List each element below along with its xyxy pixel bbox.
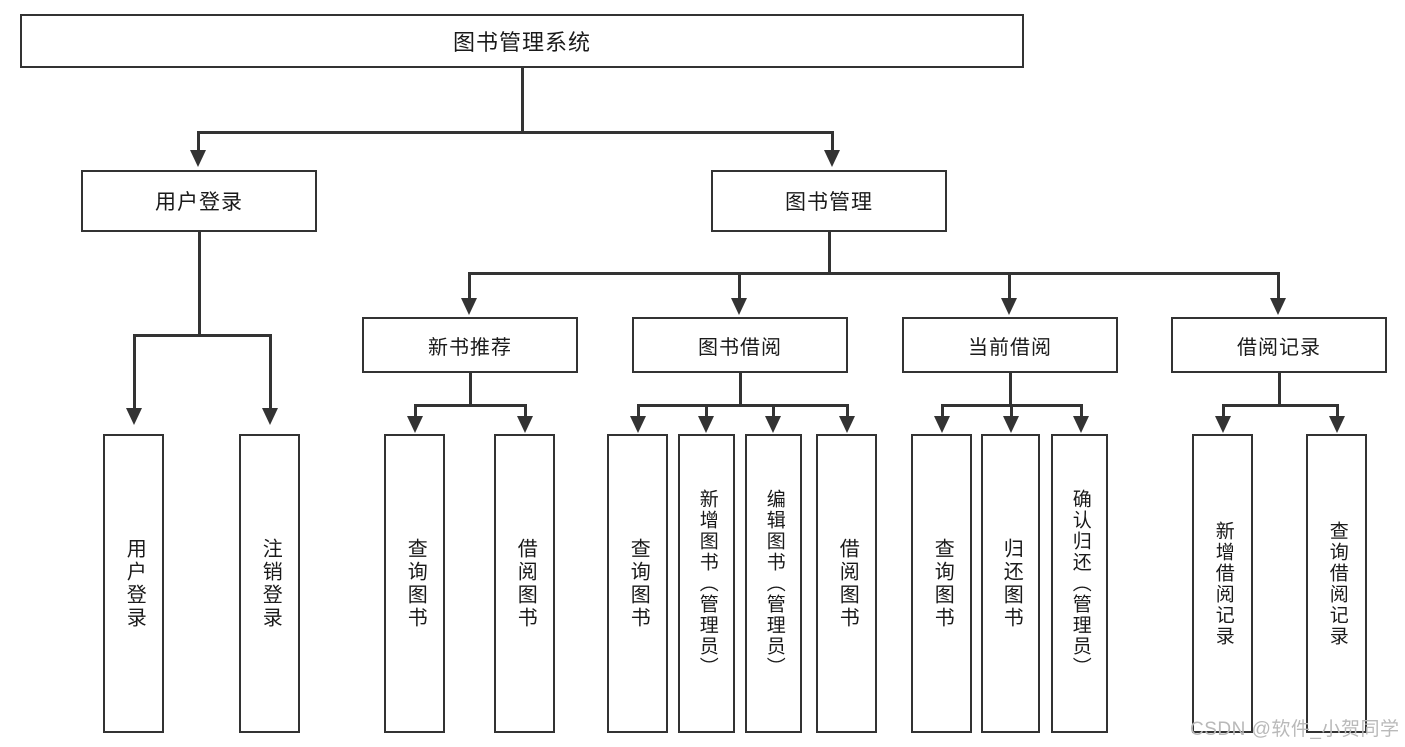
leaf-label: 注销登录 [259,537,282,630]
leaf-nbr-borrow-book[interactable]: 借阅图书 [494,434,555,733]
connector-nbr-bar [414,404,526,407]
leaf-br-add-record[interactable]: 新增借阅记录 [1192,434,1253,733]
connector-root-to-user-login [197,131,200,153]
arrow-root-to-user-login [190,150,206,167]
arrow-to-borrow-record [1270,298,1286,315]
leaf-bb-add-book-admin[interactable]: 新增图书（管理员） [678,434,735,733]
arrow-cb-leaf-1 [934,416,950,433]
arrow-bb-leaf-3 [765,416,781,433]
connector-user-login-drop-2 [269,334,272,411]
leaf-cb-return-book[interactable]: 归还图书 [981,434,1040,733]
node-borrow-record[interactable]: 借阅记录 [1171,317,1387,373]
node-user-login[interactable]: 用户登录 [81,170,317,232]
connector-bb-stem [739,373,742,407]
leaf-label: 用户登录 [123,537,146,630]
connector-book-management-stem [828,232,831,274]
connector-cb-drop-1 [941,404,944,418]
connector-bm-drop-2 [738,272,741,300]
arrow-to-current-borrow [1001,298,1017,315]
leaf-label: 新增图书（管理员） [696,489,718,678]
node-label: 图书借阅 [698,336,782,359]
node-label: 用户登录 [155,191,243,214]
arrow-to-book-borrow [731,298,747,315]
leaf-label: 归还图书 [1000,537,1023,630]
arrow-cb-leaf-2 [1003,416,1019,433]
connector-bm-drop-3 [1008,272,1011,300]
connector-nbr-drop-1 [414,404,417,418]
connector-br-stem [1278,373,1281,407]
leaf-label: 查询图书 [931,537,954,630]
connector-bb-drop-2 [705,404,708,418]
arrow-to-leaf-logout [262,408,278,425]
connector-bb-bar [637,404,849,407]
leaf-logout[interactable]: 注销登录 [239,434,300,733]
node-label: 图书管理 [785,191,873,214]
connector-cb-stem [1009,373,1012,407]
connector-cb-drop-3 [1080,404,1083,418]
connector-br-bar [1222,404,1338,407]
connector-nbr-drop-2 [524,404,527,418]
node-label: 借阅记录 [1237,336,1321,359]
leaf-nbr-query-book[interactable]: 查询图书 [384,434,445,733]
arrow-bb-leaf-2 [698,416,714,433]
leaf-label: 确认归还（管理员） [1069,489,1091,678]
connector-cb-drop-2 [1010,404,1013,418]
leaf-label: 查询图书 [404,537,427,630]
arrow-root-to-book-management [824,150,840,167]
leaf-bb-borrow-book[interactable]: 借阅图书 [816,434,877,733]
node-label: 图书管理系统 [452,30,591,55]
leaf-label: 编辑图书（管理员） [763,489,785,678]
arrow-bb-leaf-1 [630,416,646,433]
node-new-book-recommend[interactable]: 新书推荐 [362,317,578,373]
connector-user-login-drop-1 [133,334,136,411]
node-label: 新书推荐 [428,336,512,359]
arrow-br-leaf-2 [1329,416,1345,433]
leaf-label: 查询图书 [627,537,650,630]
connector-bm-drop-4 [1277,272,1280,300]
node-current-borrow[interactable]: 当前借阅 [902,317,1118,373]
arrow-nbr-leaf-2 [517,416,533,433]
leaf-cb-query-book[interactable]: 查询图书 [911,434,972,733]
leaf-label: 新增借阅记录 [1212,520,1234,647]
leaf-label: 借阅图书 [514,537,537,630]
node-label: 当前借阅 [968,336,1052,359]
connector-br-drop-1 [1222,404,1225,418]
connector-book-management-bar [468,272,1279,275]
connector-bb-drop-4 [846,404,849,418]
leaf-bb-query-book[interactable]: 查询图书 [607,434,668,733]
node-book-borrow[interactable]: 图书借阅 [632,317,848,373]
connector-root-bar [197,131,834,134]
leaf-cb-confirm-return-admin[interactable]: 确认归还（管理员） [1051,434,1108,733]
connector-br-drop-2 [1336,404,1339,418]
connector-root-stem [521,68,524,132]
connector-root-to-book-management [831,131,834,153]
leaf-label: 借阅图书 [836,537,859,630]
leaf-bb-edit-book-admin[interactable]: 编辑图书（管理员） [745,434,802,733]
connector-user-login-bar [133,334,271,337]
connector-nbr-stem [469,373,472,407]
arrow-nbr-leaf-1 [407,416,423,433]
arrow-cb-leaf-3 [1073,416,1089,433]
connector-user-login-stem [198,232,201,336]
connector-bb-drop-3 [772,404,775,418]
leaf-user-login[interactable]: 用户登录 [103,434,164,733]
connector-bb-drop-1 [637,404,640,418]
node-book-management[interactable]: 图书管理 [711,170,947,232]
arrow-br-leaf-1 [1215,416,1231,433]
connector-bm-drop-1 [468,272,471,300]
leaf-label: 查询借阅记录 [1326,520,1348,647]
leaf-br-query-record[interactable]: 查询借阅记录 [1306,434,1367,733]
node-root-book-management-system[interactable]: 图书管理系统 [20,14,1024,68]
arrow-bb-leaf-4 [839,416,855,433]
arrow-to-new-book-recommend [461,298,477,315]
arrow-to-leaf-user-login [126,408,142,425]
